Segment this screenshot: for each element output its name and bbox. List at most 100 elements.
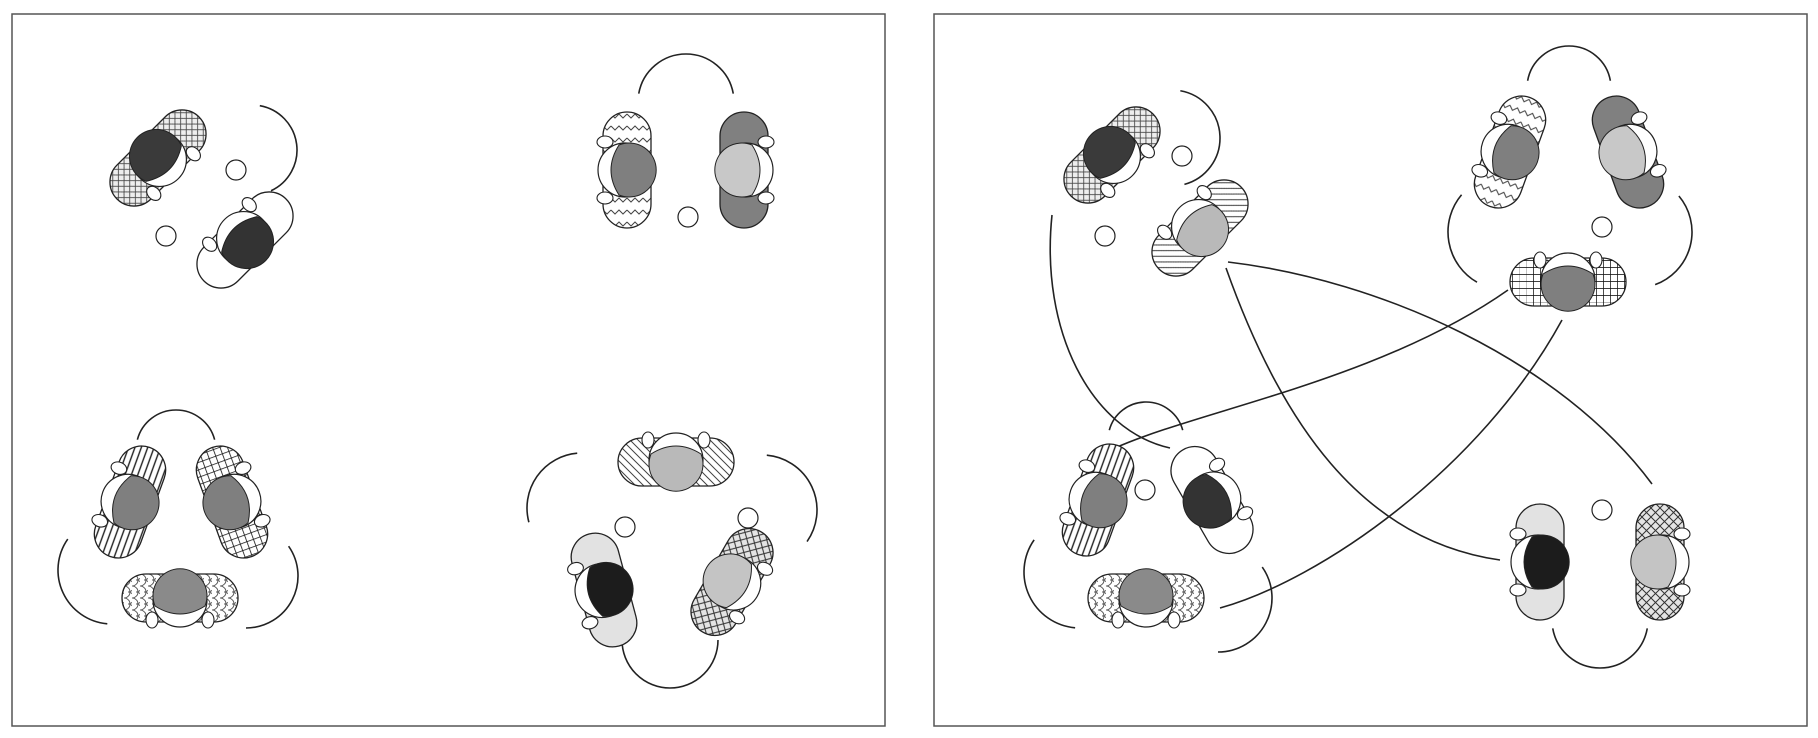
empty-seat-icon bbox=[1094, 225, 1116, 247]
hair-icon bbox=[702, 553, 752, 609]
link-p1-p5 bbox=[1049, 214, 1171, 449]
panel-right-frame bbox=[933, 13, 1808, 727]
person-p3 bbox=[1471, 95, 1547, 209]
person-p2 bbox=[1170, 445, 1254, 555]
hand-icon bbox=[1509, 527, 1527, 541]
empty-seat-icon bbox=[677, 206, 699, 228]
hair-icon bbox=[610, 142, 657, 198]
person-p1 bbox=[1063, 106, 1161, 204]
hair-icon bbox=[1176, 204, 1229, 257]
group-h3-arc-top bbox=[1108, 401, 1184, 431]
empty-seat-icon bbox=[1591, 499, 1613, 521]
hand-icon bbox=[1236, 506, 1254, 521]
group-h3-arc-right bbox=[1217, 566, 1273, 653]
person-p1 bbox=[109, 109, 207, 207]
hand-icon bbox=[110, 461, 128, 475]
hair-icon bbox=[1540, 265, 1596, 312]
person-p4 bbox=[714, 111, 775, 229]
hand-icon bbox=[1111, 611, 1125, 629]
person-p2 bbox=[196, 191, 294, 289]
person-p9 bbox=[567, 532, 638, 648]
hand-icon bbox=[145, 611, 159, 629]
person-p8 bbox=[1151, 179, 1249, 277]
hand-icon bbox=[641, 431, 655, 449]
hand-icon bbox=[1196, 185, 1212, 201]
group-h1-arc bbox=[1180, 89, 1221, 186]
hand-icon bbox=[1157, 224, 1173, 240]
hair-icon bbox=[152, 568, 208, 615]
hand-icon bbox=[202, 236, 218, 252]
hand-icon bbox=[1471, 163, 1489, 178]
empty-seat-icon bbox=[1591, 216, 1613, 238]
group-g3-arc-left bbox=[57, 538, 108, 625]
hand-icon bbox=[697, 431, 711, 449]
person-p7 bbox=[121, 568, 239, 629]
empty-seat-icon bbox=[737, 507, 759, 529]
group-h3-arc-left bbox=[1023, 539, 1076, 629]
person-p5 bbox=[1059, 443, 1135, 557]
hair-icon bbox=[1598, 125, 1646, 181]
empty-seat-icon bbox=[1134, 479, 1156, 501]
person-p10 bbox=[690, 527, 774, 637]
person-p10 bbox=[1630, 503, 1691, 621]
group-g1-arc bbox=[259, 104, 298, 192]
hair-icon bbox=[714, 142, 761, 198]
group-g4-arc-right bbox=[766, 454, 818, 543]
hair-icon bbox=[112, 475, 160, 531]
hand-icon bbox=[1589, 251, 1603, 269]
hand-icon bbox=[1139, 143, 1155, 159]
hand-icon bbox=[596, 191, 614, 205]
hand-icon bbox=[241, 197, 257, 213]
hand-icon bbox=[1059, 511, 1077, 526]
hand-icon bbox=[1490, 111, 1508, 125]
hair-icon bbox=[586, 561, 634, 617]
empty-seat-icon bbox=[1171, 145, 1193, 167]
hair-icon bbox=[129, 129, 182, 182]
hand-icon bbox=[728, 610, 746, 625]
link-p8-p10 bbox=[1227, 261, 1653, 485]
hand-icon bbox=[1673, 527, 1691, 541]
group-g2-arc bbox=[637, 53, 735, 94]
hair-icon bbox=[1630, 534, 1677, 590]
person-p8 bbox=[617, 431, 735, 492]
link-p8-p9 bbox=[1225, 267, 1501, 561]
group-g3-arc-right bbox=[245, 545, 299, 629]
people-layer bbox=[91, 95, 1691, 648]
person-p9 bbox=[1509, 503, 1570, 621]
group-g3-arc-top bbox=[136, 409, 216, 440]
hand-icon bbox=[1533, 251, 1547, 269]
hand-icon bbox=[1167, 611, 1181, 629]
hand-icon bbox=[185, 146, 201, 162]
hair-icon bbox=[221, 216, 274, 269]
hair-icon bbox=[1083, 126, 1136, 179]
empty-seat-icon bbox=[155, 225, 177, 247]
hand-icon bbox=[1100, 182, 1116, 198]
arcs-layer bbox=[57, 45, 1693, 689]
person-p3 bbox=[596, 111, 657, 229]
hair-icon bbox=[1118, 568, 1174, 615]
hand-icon bbox=[234, 461, 252, 475]
hair-icon bbox=[1080, 473, 1128, 529]
empty-seat-icon bbox=[225, 159, 247, 181]
empty-seat-icon bbox=[614, 516, 636, 538]
hand-icon bbox=[1078, 459, 1096, 473]
hand-icon bbox=[253, 513, 271, 528]
hand-icon bbox=[1208, 457, 1226, 472]
hand-icon bbox=[757, 191, 775, 205]
hand-icon bbox=[1630, 111, 1648, 125]
hand-icon bbox=[201, 611, 215, 629]
hair-icon bbox=[1182, 473, 1232, 529]
group-h4-arc bbox=[1551, 628, 1649, 669]
hand-icon bbox=[146, 185, 162, 201]
hand-icon bbox=[91, 513, 109, 528]
hand-icon bbox=[1673, 583, 1691, 597]
hand-icon bbox=[596, 135, 614, 149]
hand-icon bbox=[1649, 163, 1667, 178]
group-g4-arc-left bbox=[526, 452, 578, 523]
hand-icon bbox=[757, 135, 775, 149]
person-p5 bbox=[91, 445, 167, 559]
links-layer bbox=[1049, 214, 1653, 609]
group-h2-arc-left bbox=[1447, 194, 1478, 283]
hand-icon bbox=[756, 561, 774, 576]
